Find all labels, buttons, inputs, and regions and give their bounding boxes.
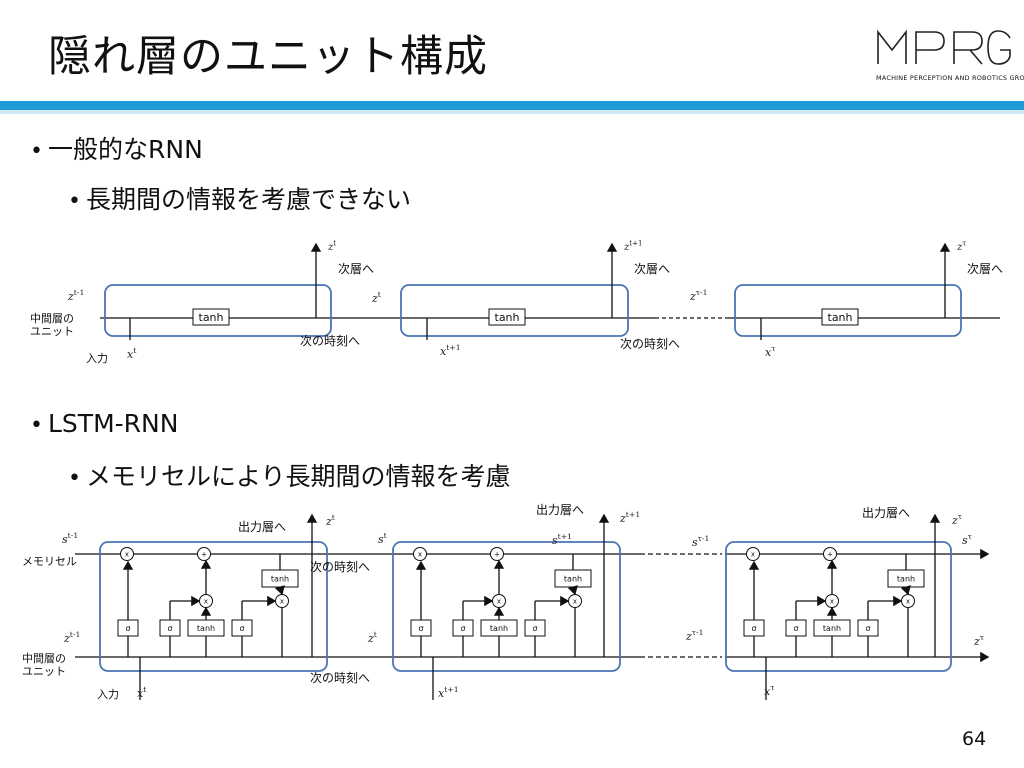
rnn-hidden-unit-label: ユニット	[30, 325, 74, 338]
lstm-cell-box	[725, 541, 952, 672]
lstm-input-gate-label: σ	[167, 624, 172, 633]
lstm-cell-input-label: tanh	[490, 624, 508, 633]
lstm-input-gate-label: σ	[793, 624, 798, 633]
rnn-state-label: zτ-1	[689, 288, 708, 303]
rnn-output-label: zt	[327, 240, 336, 254]
lstm-input-label: xt+1	[438, 685, 459, 700]
rnn-tanh-box-label: tanh	[828, 311, 853, 324]
rnn-input-label: xt	[127, 346, 137, 361]
lstm-to-output-label: 出力層へ	[862, 506, 910, 520]
lstm-hidden-label: zτ	[973, 633, 984, 648]
lstm-forget-mult-label: x	[418, 551, 422, 559]
header-bar	[0, 101, 1024, 110]
lstm-input-gate-label: σ	[460, 624, 465, 633]
rnn-hidden-unit-label: 中間層の	[30, 312, 74, 325]
rnn-diagram: tanh次層へztxtzt-1次の時刻へtanh次層へzt+1xt+1zt次の時…	[30, 240, 1003, 366]
lstm-output-label: zt+1	[619, 510, 640, 525]
lstm-output-label: zτ	[951, 512, 962, 527]
lstm-forget-mult	[746, 547, 760, 561]
rnn-tanh-box	[488, 308, 526, 326]
lstm-cell-input-label: tanh	[823, 624, 841, 633]
lstm-memory-cell-label: メモリセル	[22, 555, 77, 568]
slide-title: 隠れ層のユニット構成	[48, 32, 488, 82]
rnn-next-time-label: 次の時刻へ	[300, 334, 360, 348]
bullet-rnn: •一般的なRNN	[30, 135, 203, 164]
lstm-input-label: xτ	[764, 683, 774, 698]
logo-subtitle: MACHINE PERCEPTION AND ROBOTICS GROUP	[876, 74, 1024, 82]
lstm-input-mult-label: x	[497, 598, 501, 606]
rnn-state-label: zt	[371, 290, 382, 305]
rnn-tanh-box-label: tanh	[495, 311, 520, 324]
lstm-diagram: x + σ σ tanh σ x tanh x 出力層へ x + σ σ tanh σ x tanh x 出力層へ x +…	[22, 503, 990, 701]
lstm-output-tanh-label: tanh	[564, 574, 582, 583]
lstm-hidden-unit-label: ユニット	[22, 665, 66, 678]
rnn-cell-box	[734, 284, 962, 337]
lstm-forget-mult-label: x	[751, 551, 755, 559]
lstm-cell-box	[99, 541, 328, 672]
lstm-output-mult-label: x	[280, 598, 284, 606]
rnn-next-layer-label: 次層へ	[967, 262, 1003, 276]
rnn-next-time-label: 次の時刻へ	[620, 337, 680, 351]
lstm-hidden-unit-label: 中間層の	[22, 652, 66, 665]
lstm-state-label: sτ	[962, 532, 972, 547]
lstm-cell-box	[392, 541, 621, 672]
lstm-to-output-label: 出力層へ	[536, 503, 584, 517]
page-number: 64	[962, 728, 987, 750]
rnn-next-layer-label: 次層へ	[634, 262, 670, 276]
rnn-tanh-box-label: tanh	[199, 311, 224, 324]
mprg-logo	[877, 29, 1011, 65]
lstm-tanh-out-arrow	[900, 585, 911, 596]
rnn-state-label: zt-1	[67, 288, 84, 303]
rnn-tanh-box	[821, 308, 859, 326]
lstm-output-mult-label: x	[906, 598, 910, 606]
lstm-cell-add-label: +	[827, 551, 833, 559]
lstm-forget-mult-label: x	[125, 551, 129, 559]
lstm-cell-add-label: +	[201, 551, 207, 559]
lstm-state-label: st-1	[62, 531, 78, 546]
rnn-cell-box	[400, 284, 629, 337]
lstm-input-label: xt	[137, 685, 147, 700]
lstm-forget-mult	[120, 547, 134, 561]
lstm-hidden-label: zt	[367, 630, 378, 645]
lstm-cell-input-label: tanh	[197, 624, 215, 633]
lstm-hidden-label: zτ-1	[685, 628, 704, 643]
lstm-input-mult-label: x	[830, 598, 834, 606]
rnn-tanh-box	[192, 308, 230, 326]
rnn-input-text: 入力	[86, 352, 108, 365]
lstm-input-mult-label: x	[204, 598, 208, 606]
rnn-output-label: zτ	[956, 240, 966, 254]
lstm-forget-mult	[413, 547, 427, 561]
lstm-tanh-out-arrow	[567, 585, 578, 596]
lstm-output-gate-label: σ	[865, 624, 870, 633]
lstm-output-gate-label: σ	[239, 624, 244, 633]
lstm-hidden-label: zt-1	[63, 630, 80, 645]
rnn-cell-box	[104, 284, 332, 337]
lstm-state-label: st	[378, 531, 388, 546]
header-bar-light	[0, 110, 1024, 114]
rnn-output-label: zt+1	[623, 240, 642, 254]
lstm-output-label: zt	[325, 513, 336, 528]
lstm-state-label: sτ-1	[692, 534, 709, 549]
lstm-next-time-label: 次の時刻へ	[310, 671, 370, 685]
bullet-rnn-sub: •長期間の情報を考慮できない	[68, 185, 412, 214]
lstm-state-label: st+1	[552, 532, 572, 547]
rnn-input-label: xτ	[765, 344, 775, 359]
lstm-tanh-out-arrow	[274, 585, 285, 596]
rnn-next-layer-label: 次層へ	[338, 262, 374, 276]
rnn-input-label: xt+1	[440, 343, 461, 358]
lstm-output-mult-label: x	[573, 598, 577, 606]
lstm-output-tanh-label: tanh	[897, 574, 915, 583]
bullet-lstm: •LSTM-RNN	[30, 409, 179, 438]
lstm-forget-gate-label: σ	[125, 624, 130, 633]
lstm-input-text: 入力	[97, 688, 119, 701]
bullet-lstm-sub: •メモリセルにより長期間の情報を考慮	[68, 462, 511, 491]
lstm-to-output-label: 出力層へ	[238, 520, 286, 534]
lstm-cell-add-label: +	[494, 551, 500, 559]
lstm-next-time-label: 次の時刻へ	[310, 560, 370, 574]
lstm-forget-gate-label: σ	[418, 624, 423, 633]
lstm-forget-gate-label: σ	[751, 624, 756, 633]
lstm-output-tanh-label: tanh	[271, 574, 289, 583]
lstm-output-gate-label: σ	[532, 624, 537, 633]
